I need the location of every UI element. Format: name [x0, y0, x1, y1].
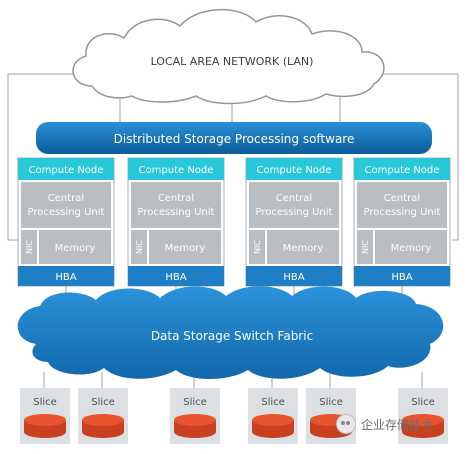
slice-3: Slice [170, 388, 220, 444]
nic-block [249, 230, 265, 264]
hba-block [354, 266, 450, 286]
cpu-label-line2: Processing Unit [364, 207, 441, 218]
compute-node-header [128, 158, 224, 180]
memory-block [39, 230, 111, 264]
cpu-label-line1: Central [48, 193, 84, 204]
disk-icon-top [252, 414, 294, 426]
lan-cloud: LOCAL AREA NETWORK (LAN) [72, 9, 385, 105]
memory-label: Memory [283, 243, 324, 254]
hba-block [128, 266, 224, 286]
slice-label: Slice [261, 397, 285, 408]
slice-label: Slice [33, 397, 57, 408]
memory-label: Memory [165, 243, 206, 254]
nic-label: NIC [253, 240, 262, 254]
compute-node-header [18, 158, 114, 180]
compute-node-3: Compute Node Central Processing Unit NIC… [245, 157, 343, 287]
software-bar-label: Distributed Storage Processing software [114, 132, 355, 146]
cpu-label-line2: Processing Unit [28, 207, 105, 218]
slice-label: Slice [91, 397, 115, 408]
slice-2: Slice [78, 388, 128, 444]
nic-label: NIC [361, 240, 370, 254]
memory-label: Memory [391, 243, 432, 254]
disk-icon-top [174, 414, 216, 426]
hba-label: HBA [165, 272, 186, 283]
slice-1: Slice [20, 388, 70, 444]
slice-label: Slice [411, 397, 435, 408]
cpu-block [357, 182, 447, 228]
compute-node-header [246, 158, 342, 180]
hba-label: HBA [391, 272, 412, 283]
nic-label: NIC [25, 240, 34, 254]
hba-label: HBA [283, 272, 304, 283]
cpu-label-line1: Central [158, 193, 194, 204]
memory-label: Memory [55, 243, 96, 254]
compute-node-title: Compute Node [365, 165, 440, 176]
nic-label: NIC [135, 240, 144, 254]
hba-block [18, 266, 114, 286]
cpu-label-line1: Central [384, 193, 420, 204]
lan-label: LOCAL AREA NETWORK (LAN) [151, 55, 314, 68]
compute-node-4: Compute Node Central Processing Unit NIC… [353, 157, 451, 287]
cpu-label-line2: Processing Unit [256, 207, 333, 218]
cpu-block [131, 182, 221, 228]
compute-node-header [354, 158, 450, 180]
cpu-label-line1: Central [276, 193, 312, 204]
watermark: 企业存储技术 [336, 414, 433, 434]
disk-icon-top [24, 414, 66, 426]
wechat-icon [336, 414, 356, 434]
switch-fabric-cloud: Data Storage Switch Fabric [17, 286, 444, 379]
slice-4: Slice [248, 388, 298, 444]
compute-node-title: Compute Node [139, 165, 214, 176]
switch-fabric-label: Data Storage Switch Fabric [151, 329, 313, 343]
hba-label: HBA [55, 272, 76, 283]
compute-node-title: Compute Node [29, 165, 104, 176]
slice-6: Slice [398, 388, 448, 444]
compute-node-1: Compute Node Central Processing Unit NIC… [17, 157, 115, 287]
memory-block [267, 230, 339, 264]
memory-block [149, 230, 221, 264]
compute-node-title: Compute Node [257, 165, 332, 176]
cpu-label-line2: Processing Unit [138, 207, 215, 218]
disk-icon-top [82, 414, 124, 426]
watermark-text: 企业存储技术 [361, 417, 434, 432]
cpu-block [249, 182, 339, 228]
compute-node-2: Compute Node Central Processing Unit NIC… [127, 157, 225, 287]
slice-label: Slice [319, 397, 343, 408]
cpu-block [21, 182, 111, 228]
software-bar: Distributed Storage Processing software [36, 122, 432, 154]
nic-block [21, 230, 37, 264]
nic-block [131, 230, 147, 264]
hba-block [246, 266, 342, 286]
disk-icon-top [402, 414, 444, 426]
memory-block [375, 230, 447, 264]
slice-label: Slice [183, 397, 207, 408]
nic-block [357, 230, 373, 264]
